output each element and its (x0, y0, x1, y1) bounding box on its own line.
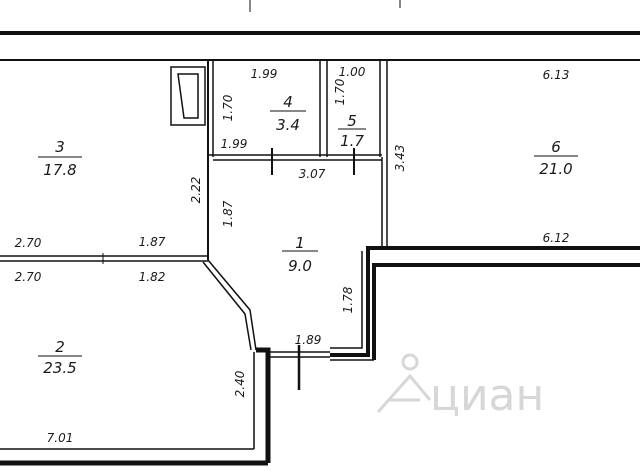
cian-logo-icon (376, 353, 432, 413)
dim-room1-left: 1.87 (221, 200, 235, 227)
room-3-number: 3 (55, 138, 65, 156)
dimension-labels: 1.99 1.99 1.70 1.00 1.70 6.13 6.12 3.4 3 … (15, 65, 570, 445)
dim-room2-top-left: 2.70 (15, 270, 42, 284)
dim-room1-top: 3.07 (299, 167, 326, 181)
dim-room2-right: 2.40 (233, 370, 247, 397)
dim-room4-top: 1.99 (251, 67, 278, 81)
room-labels: 3 17.8 4 3.4 5 1.7 6 21.0 1 9.0 2 23.5 (38, 93, 578, 377)
room-6-number: 6 (551, 138, 561, 156)
dim-room3-bottom-right: 1.87 (139, 235, 166, 249)
room-1-area: 9.0 (288, 257, 312, 275)
room-2: 2 23.5 (38, 338, 82, 377)
dim-room2-bottom: 7.01 (47, 431, 74, 445)
room-1-number: 1 (295, 234, 305, 252)
room-4: 4 3.4 (270, 93, 306, 134)
dim-room4-bottom: 1.99 (221, 137, 248, 151)
dim-room5-side: 1.70 (333, 78, 347, 105)
dim-room1-right: 1.78 (341, 286, 355, 313)
room-5-number: 5 (347, 112, 357, 130)
dim-room6-side: 3.43 (393, 145, 407, 172)
dim-room6-top: 6.13 (543, 68, 570, 82)
room-2-area: 23.5 (43, 359, 76, 377)
room-6-area: 21.0 (539, 160, 572, 178)
dim-room2-top-right: 1.82 (139, 270, 166, 284)
dim-wall-left-upper: 2.22 (189, 177, 203, 204)
room-4-area: 3.4 (276, 116, 300, 134)
dim-room5-top: 1.00 (339, 65, 366, 79)
dim-room4-side: 1.70 (221, 94, 235, 121)
room-5: 5 1.7 (338, 112, 366, 150)
room-1: 1 9.0 (282, 234, 318, 275)
dim-room6-bottom: 6.12 (543, 231, 570, 245)
room-2-number: 2 (55, 338, 65, 356)
room-3: 3 17.8 (38, 138, 82, 179)
dim-room1-bottom: 1.89 (295, 333, 322, 347)
room-4-number: 4 (283, 93, 293, 111)
watermark: циан (376, 353, 544, 421)
room-5-area: 1.7 (340, 132, 364, 150)
room-6: 6 21.0 (534, 138, 578, 178)
watermark-text: циан (430, 370, 544, 421)
room-3-area: 17.8 (43, 161, 76, 179)
dim-room3-bottom-left: 2.70 (15, 236, 42, 250)
